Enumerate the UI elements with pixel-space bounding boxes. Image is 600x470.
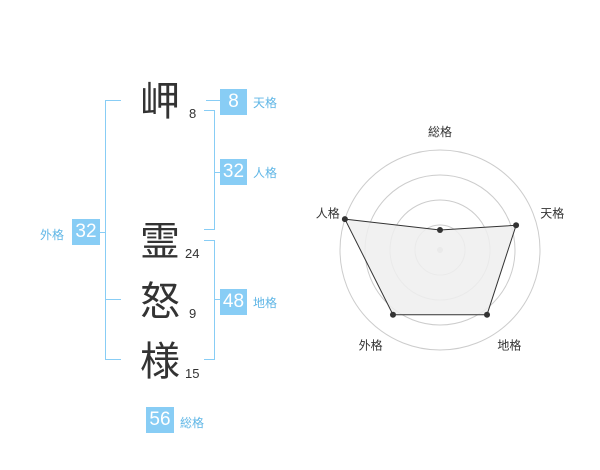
radar-axis-label: 人格: [316, 206, 340, 221]
name-char-1: 岬: [140, 79, 180, 125]
jinkaku-bracket: [204, 110, 215, 230]
jinkaku-label: 人格: [253, 166, 278, 180]
name-char-3: 怒: [140, 279, 180, 325]
jinkaku-badge: 32: [220, 159, 247, 185]
radar-ring: [339, 149, 541, 351]
chikaku-bracket: [204, 240, 215, 360]
chikaku-connector: [214, 299, 220, 300]
name-char-4: 様: [140, 339, 180, 385]
chikaku-label: 地格: [253, 296, 278, 310]
radar-axis-label: 天格: [540, 206, 564, 221]
radar-point: [389, 311, 396, 318]
radar-axis-label: 総格: [428, 124, 452, 139]
jinkaku-connector: [214, 172, 220, 173]
stroke-count-2: 24: [185, 246, 200, 261]
stroke-count-4: 15: [185, 366, 200, 381]
gaikaku-label: 外格: [40, 228, 65, 242]
tenkaku-connector: [206, 100, 220, 101]
radar-point: [513, 222, 520, 229]
gaikaku-connector: [105, 299, 121, 300]
radar-polygon: [344, 218, 517, 316]
gaikaku-tick: [100, 232, 106, 233]
gaikaku-bracket: [105, 100, 121, 360]
radar-point: [484, 311, 491, 318]
stroke-count-3: 9: [189, 306, 197, 321]
name-char-2: 霊: [140, 219, 180, 265]
radar-point: [437, 227, 443, 233]
stroke-count-1: 8: [189, 106, 197, 121]
soukaku-badge: 56: [146, 407, 174, 433]
gaikaku-badge: 32: [72, 219, 100, 245]
radar-axis-label: 地格: [497, 337, 521, 352]
chikaku-badge: 48: [220, 289, 247, 315]
tenkaku-badge: 8: [220, 89, 247, 115]
radar-point: [341, 216, 348, 223]
tenkaku-label: 天格: [253, 96, 278, 110]
radar-axis-label: 外格: [359, 337, 383, 352]
soukaku-label: 総格: [180, 416, 205, 430]
